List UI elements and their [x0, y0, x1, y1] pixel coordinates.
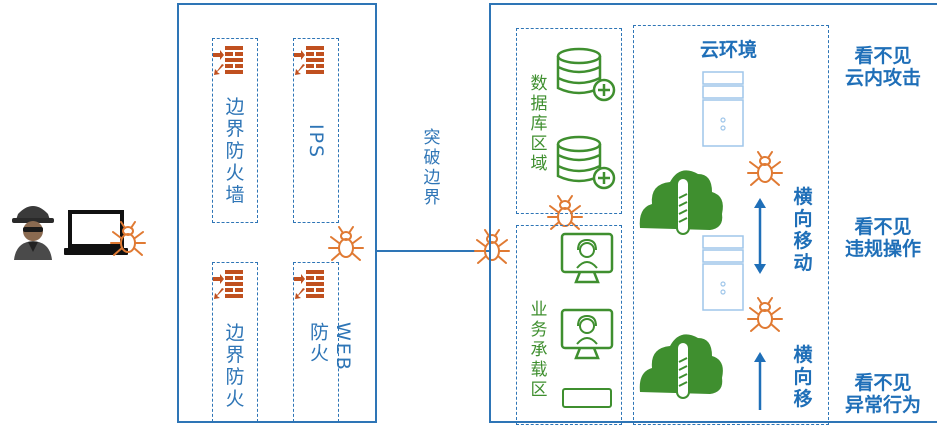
server-icon: [702, 235, 744, 311]
invisible-label-1-line1: 看不见: [854, 45, 912, 67]
database-add-icon: [556, 135, 616, 190]
bug-icon: [747, 297, 783, 332]
laptop-icon: [64, 210, 128, 255]
invisible-label-2-line1: 看不见: [854, 216, 912, 238]
monitor-partial: [562, 388, 612, 408]
cloud-title: 云环境: [700, 39, 758, 61]
invisible-label-3-line2: 异常行为: [844, 394, 921, 416]
bug-icon: [110, 221, 146, 256]
business-zone-label: 业务承载区: [530, 300, 548, 400]
firewall-icon: [213, 270, 243, 299]
firewall-icon: [213, 46, 243, 75]
lateral-arrow: [754, 198, 766, 274]
database-zone: [516, 28, 622, 214]
web-firewall-label: WEB 防火: [307, 322, 354, 372]
firewall-icon: [294, 270, 324, 299]
hacker-icon: [12, 206, 54, 260]
lateral-arrow: [754, 352, 766, 410]
firewall-icon: [294, 46, 324, 75]
breach-label: 突破边界: [423, 128, 441, 208]
invisible-label-2-line2: 违规操作: [844, 238, 921, 260]
ips-box: [293, 38, 339, 223]
firewall-1-label: 边界防火墙: [225, 96, 245, 206]
cloud-icon: [638, 169, 724, 235]
firewall-box-1: [212, 38, 258, 223]
invisible-label-1: 看不见 云内攻击: [835, 45, 931, 89]
invisible-label-3-line1: 看不见: [854, 372, 912, 394]
invisible-label-1-line2: 云内攻击: [844, 67, 921, 89]
invisible-label-3: 看不见 异常行为: [835, 372, 931, 416]
lateral-movement-label-2: 横向移: [793, 344, 813, 410]
lateral-movement-label: 横向移动: [793, 186, 813, 274]
database-zone-label: 数据库区域: [530, 74, 548, 174]
firewall-2-label: 边界防火: [225, 322, 245, 410]
support-monitor-icon: [560, 308, 614, 360]
bug-icon: [328, 226, 364, 261]
support-monitor-icon: [560, 232, 614, 284]
server-icon: [702, 71, 744, 147]
database-add-icon: [556, 47, 616, 102]
bug-icon: [747, 151, 783, 186]
invisible-label-2: 看不见 违规操作: [835, 216, 931, 260]
ips-label: IPS: [305, 124, 327, 160]
cloud-icon: [638, 333, 724, 399]
connector-line: [377, 250, 489, 252]
